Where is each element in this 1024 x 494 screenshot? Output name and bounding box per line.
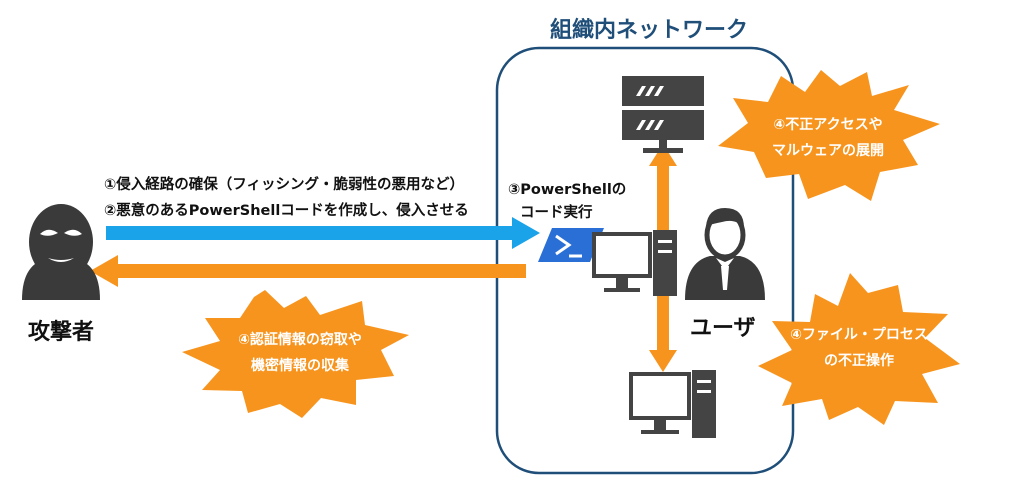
burst-files-line2: の不正操作 <box>824 353 894 369</box>
burst-theft <box>182 290 409 418</box>
burst-theft-line1: ④認証情報の窃取や <box>238 332 362 348</box>
burst-files-text: ④ファイル・プロセス の不正操作 <box>784 322 934 374</box>
hooded-attacker-icon <box>22 204 100 300</box>
user-icon <box>685 208 765 300</box>
burst-theft-text: ④認証情報の窃取や 機密情報の収集 <box>220 327 380 379</box>
burst-files-line1: ④ファイル・プロセス <box>790 327 928 343</box>
burst-files <box>758 273 960 425</box>
step-2-label: ②悪意のあるPowerShellコードを作成し、侵入させる <box>104 203 469 219</box>
desktop-pc-icon <box>592 230 677 296</box>
network-boundary <box>495 46 795 475</box>
burst-server <box>718 70 940 201</box>
desktop-pc-icon-2 <box>629 370 716 438</box>
attacker-label: 攻撃者 <box>28 320 95 345</box>
network-title: 組織内ネットワーク <box>550 18 749 43</box>
blue-arrow-right <box>106 217 540 249</box>
burst-server-line2: マルウェアの展開 <box>772 143 884 159</box>
burst-server-text: ④不正アクセスや マルウェアの展開 <box>758 112 898 164</box>
step-1-label: ①侵入経路の確保（フィッシング・脆弱性の悪用など） <box>104 177 464 193</box>
user-label: ユーザ <box>690 316 756 341</box>
orange-arrow-left <box>90 255 526 287</box>
powershell-icon <box>538 228 604 262</box>
burst-server-line1: ④不正アクセスや <box>773 117 883 133</box>
step-3-label-line1: ③PowerShellの <box>508 182 627 198</box>
step-3-label-line2: コード実行 <box>520 205 593 221</box>
server-rack-icon <box>622 76 704 153</box>
burst-theft-line2: 機密情報の収集 <box>251 358 349 374</box>
